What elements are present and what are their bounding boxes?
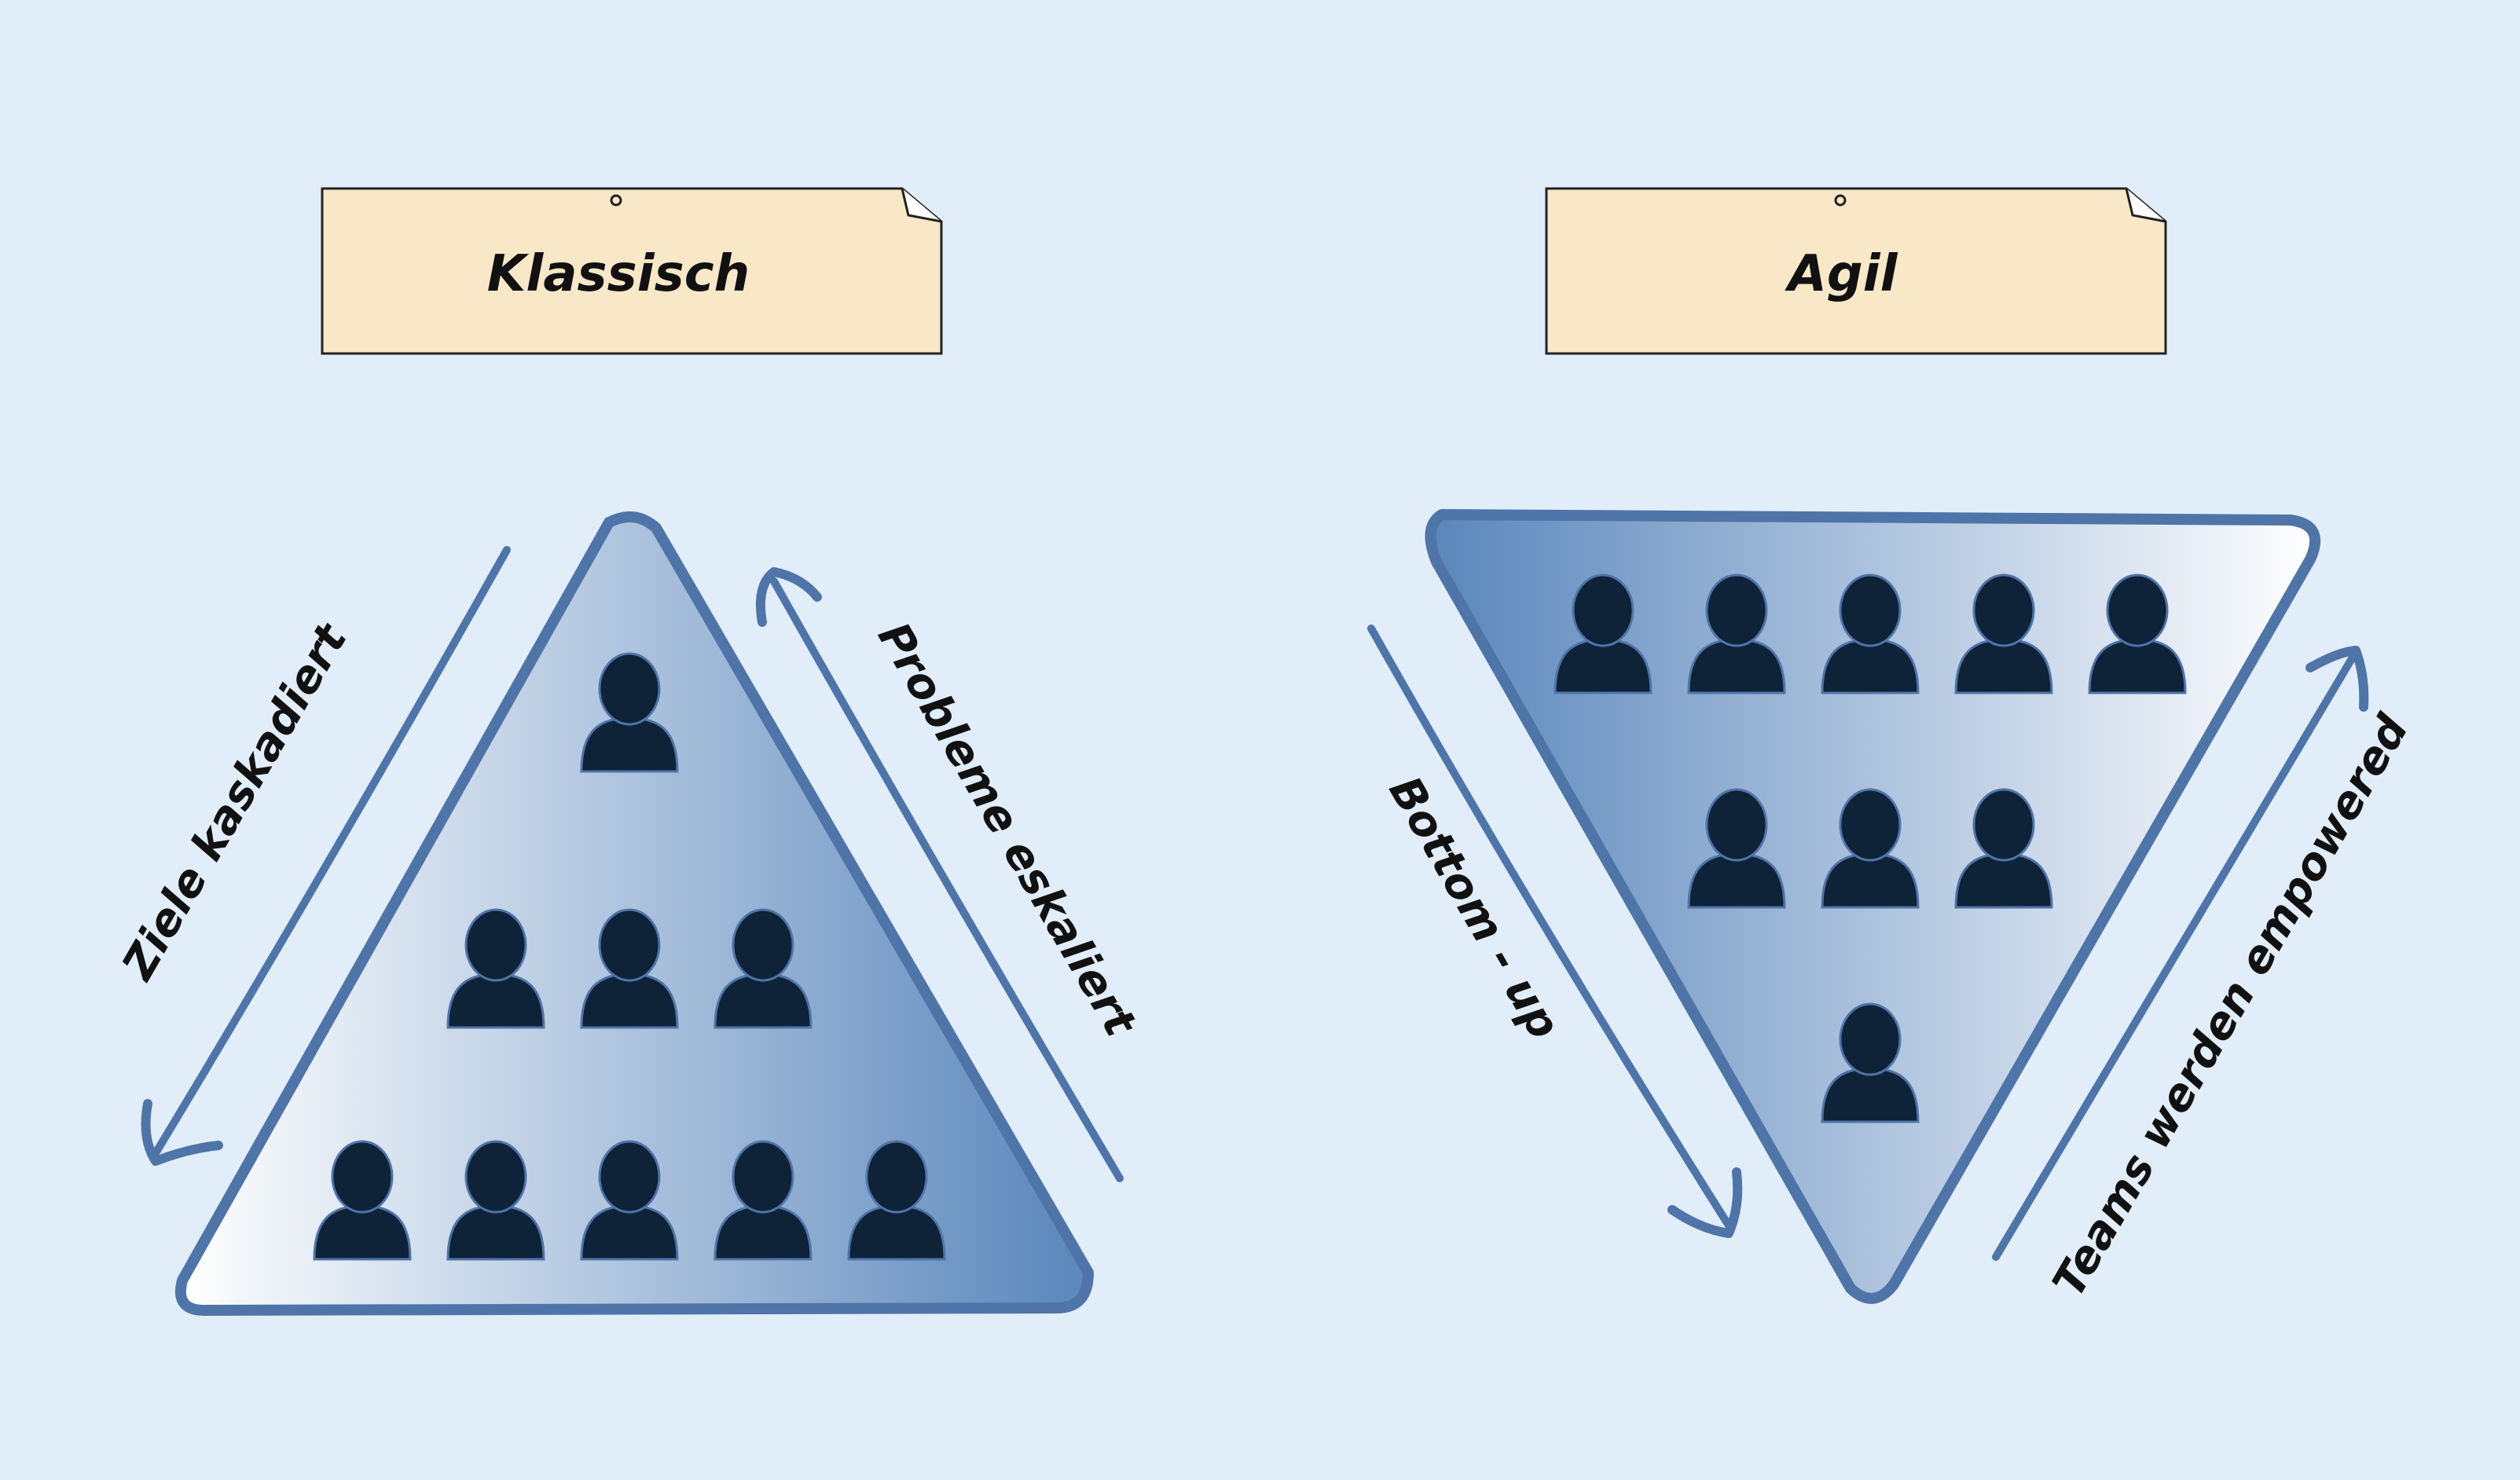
person-icon	[1821, 573, 1920, 694]
person-icon	[446, 1140, 545, 1261]
note-agil: Agil	[1545, 187, 2167, 355]
arrow-bottom-up	[1367, 625, 1743, 1238]
inverted-pyramid-outline	[1425, 509, 2321, 1304]
person-icon	[1821, 788, 1920, 909]
label-ziele-kaskadiert: Ziele kaskadiert	[112, 614, 358, 989]
person-icon	[847, 1140, 946, 1261]
person-icon	[713, 908, 812, 1029]
person-icon	[1954, 573, 2053, 694]
person-group-klassisch	[313, 652, 946, 1261]
arrow-teams-empowered	[1992, 646, 2369, 1261]
person-icon	[580, 1140, 679, 1261]
person-group-agil	[1553, 573, 2187, 1123]
pyramid-agil	[1425, 509, 2321, 1304]
pin-icon	[1834, 194, 1847, 207]
arrow-probleme-eskaliert	[755, 567, 1124, 1182]
pin-icon	[610, 194, 622, 207]
note-klassisch: Klassisch	[321, 187, 943, 355]
person-icon	[446, 908, 545, 1029]
note-klassisch-label: Klassisch	[487, 245, 750, 303]
pyramid-klassisch	[174, 511, 1094, 1316]
note-agil-label: Agil	[1784, 245, 1898, 303]
person-icon	[1687, 788, 1786, 909]
pyramid-outline	[174, 511, 1094, 1316]
person-icon	[2088, 573, 2187, 694]
person-icon	[713, 1140, 812, 1261]
person-icon	[580, 908, 679, 1029]
person-icon	[1821, 1002, 1920, 1123]
person-icon	[313, 1140, 412, 1261]
arrow-ziele-kaskadiert	[141, 546, 511, 1166]
person-icon	[1954, 788, 2053, 909]
person-icon	[580, 652, 679, 773]
person-icon	[1687, 573, 1786, 694]
person-icon	[1553, 573, 1652, 694]
